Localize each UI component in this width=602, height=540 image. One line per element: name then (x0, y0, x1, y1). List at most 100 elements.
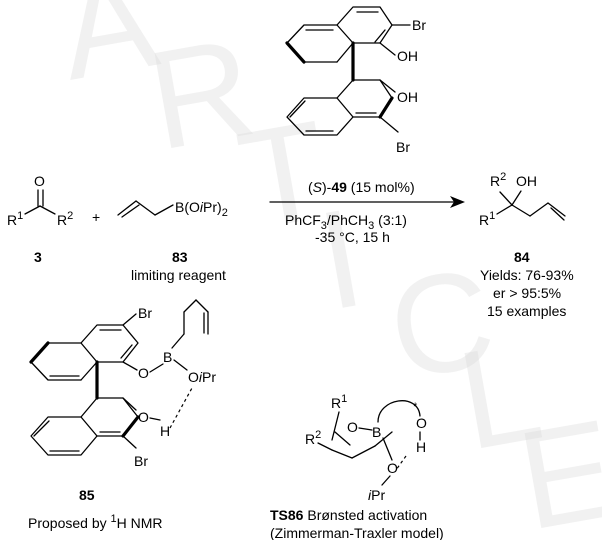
bond (39, 205, 56, 215)
watermark-letter: E (508, 389, 602, 540)
bond (183, 299, 197, 313)
bond (173, 359, 188, 371)
bromine-label: Br (412, 17, 426, 33)
bond (24, 205, 41, 215)
oxygen-label: O (347, 419, 358, 435)
complex-85-structure: Br O B OiPr O H Br 85 Proposed by 1H NMR (28, 299, 216, 531)
nmr-caption: Proposed by 1H NMR (28, 513, 163, 531)
oxygen-label: O (387, 460, 398, 476)
bond (30, 416, 98, 456)
r2-group: R2 (490, 171, 506, 189)
bond (358, 427, 373, 431)
bond (331, 411, 340, 441)
bond (286, 97, 354, 136)
r1-group: R1 (479, 210, 495, 228)
bond (382, 437, 393, 461)
bond (135, 200, 156, 216)
bond (122, 313, 137, 326)
product-structure: R2 OH R1 84 Yields: 76-93% er > 95:5% 15… (479, 171, 574, 319)
bond (379, 116, 399, 133)
bond (195, 299, 209, 313)
r1-group: R1 (7, 210, 23, 228)
solvent: PhCF3/PhCH3 (3:1) (285, 212, 407, 232)
bond (374, 29, 386, 43)
hydroxyl-label: OH (516, 173, 537, 189)
arrow-head (450, 196, 465, 208)
catalyst-loading: (S)-49 (15 mol%) (308, 179, 415, 195)
bond (511, 190, 522, 206)
bond (377, 400, 421, 423)
oxygen-label: O (416, 415, 427, 431)
boronate-group: B(OiPr)2 (175, 199, 228, 219)
er-text: er > 95:5% (493, 285, 561, 301)
bond (381, 475, 391, 486)
bond (317, 442, 333, 451)
examples-text: 15 examples (487, 303, 566, 319)
bond (149, 363, 164, 373)
bond (379, 79, 396, 93)
bond (336, 42, 354, 63)
bond (149, 417, 161, 421)
oxygen-label: O (34, 173, 45, 189)
hydroxyl-label: OH (397, 89, 418, 105)
bond (29, 341, 50, 364)
ts-model: (Zimmerman-Traxler model) (270, 525, 444, 540)
bond (529, 202, 549, 217)
bond (121, 204, 140, 218)
ketone-structure: O R1 R2 3 (7, 173, 73, 265)
yields-text: Yields: 76-93% (480, 267, 574, 283)
bond (289, 100, 306, 118)
isopropyl-group: iPr (368, 487, 385, 503)
r2-group: R2 (305, 429, 321, 447)
ts-caption: TS86 Brønsted activation (270, 507, 427, 523)
bond (121, 415, 140, 438)
boron-label: B (372, 424, 381, 440)
bond (496, 204, 513, 215)
bond (547, 202, 566, 217)
oxygen-label: O (138, 409, 149, 425)
plus-sign: + (92, 209, 100, 225)
ts86-structure: R1 R2 O B O * H O iPr TS86 Brønsted acti… (270, 393, 444, 540)
bond (334, 431, 351, 446)
compound-number: 3 (34, 249, 42, 265)
bond (351, 445, 376, 459)
reaction-arrow (269, 196, 465, 208)
bond (122, 397, 137, 411)
bond (154, 204, 174, 216)
bond (30, 342, 82, 381)
compound-number: 84 (514, 249, 530, 265)
r1-group: R1 (331, 393, 347, 411)
bromine-label: Br (396, 139, 410, 155)
bond (379, 42, 396, 56)
reagent-note: limiting reagent (131, 267, 226, 283)
bond (33, 420, 50, 437)
h-bond (395, 455, 407, 471)
hydrogen-label: H (416, 439, 426, 455)
bond (80, 361, 98, 381)
bromine-label: Br (138, 305, 152, 321)
boron-label: B (163, 349, 172, 365)
isopropoxy-group: OiPr (188, 369, 216, 385)
bromine-label: Br (134, 453, 148, 469)
bond (511, 204, 531, 217)
oxygen-label: O (138, 365, 149, 381)
allylboronate-structure: B(OiPr)2 83 limiting reagent (117, 199, 228, 283)
temperature-time: -35 °C, 15 h (315, 229, 390, 245)
catalyst-structure: Br OH OH Br (285, 6, 426, 155)
bond (331, 449, 353, 459)
bond (120, 344, 133, 359)
h-bond (169, 387, 193, 429)
bond (122, 361, 138, 371)
bond (171, 333, 185, 349)
asterisk-label: * (413, 401, 418, 413)
bond (378, 96, 394, 119)
compound-number: 83 (172, 249, 188, 265)
hydrogen-label: H (160, 423, 170, 439)
r2-group: R2 (57, 210, 73, 228)
bond (499, 191, 513, 206)
bond (122, 435, 137, 449)
compound-number: 85 (79, 487, 95, 503)
bond (550, 207, 565, 221)
hydroxyl-label: OH (397, 48, 418, 64)
